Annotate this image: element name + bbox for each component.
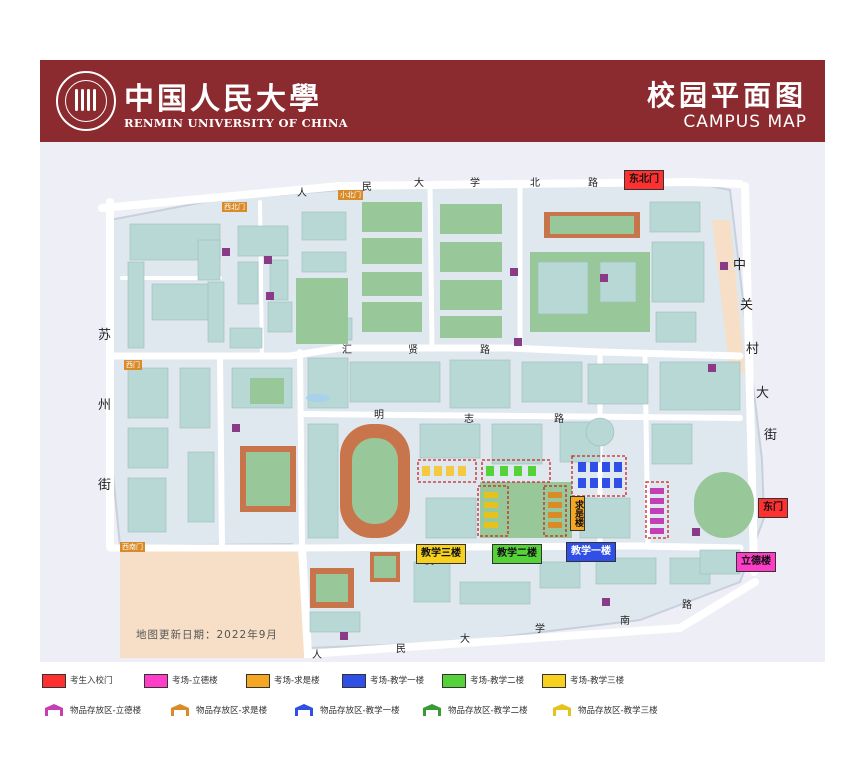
legend-row-exam: 考生入校门 考场-立德楼 考场-求是楼 考场-教学一楼 考场-教学二楼 考场-教… (40, 671, 825, 691)
road-south-char: 南 (620, 616, 630, 627)
road-east-char: 大 (756, 386, 770, 401)
gate-northwest: 西北门 (222, 202, 247, 212)
entrance-east-tag: 东门 (758, 498, 788, 518)
road-north-char: 民 (362, 182, 372, 193)
campus-map: 人 民 大 学 北 路 人 民 大 学 南 路 苏 州 街 中 关 村 大 街 … (40, 142, 825, 662)
road-west-char: 苏 (98, 328, 112, 343)
road-inner-char: 贤 (408, 345, 418, 356)
map-title-en: CAMPUS MAP (683, 112, 807, 132)
gate-west: 西门 (124, 360, 142, 370)
legend-label: 考场-教学三楼 (570, 676, 625, 686)
tent-icon (45, 704, 63, 716)
legend-label: 物品存放区-求是楼 (196, 706, 268, 716)
legend-label: 考场-求是楼 (274, 676, 320, 686)
legend-label: 物品存放区-教学二楼 (448, 706, 528, 716)
road-inner-char: 路 (480, 345, 490, 356)
legend-swatch (342, 674, 366, 688)
venue-tag-teaching-1: 教学一楼 (566, 542, 616, 562)
venue-tag-teaching-3: 教学三楼 (416, 544, 466, 564)
tent-icon (171, 704, 189, 716)
university-name-en: RENMIN UNIVERSITY OF CHINA (124, 116, 348, 130)
road-south-char: 人 (312, 650, 322, 661)
road-east-char: 中 (733, 258, 747, 273)
legend-swatch (246, 674, 270, 688)
campus-map-graphic (98, 177, 766, 659)
road-north-char: 人 (297, 188, 307, 199)
legend-label: 考生入校门 (70, 676, 113, 686)
road-north-char: 路 (588, 178, 598, 189)
tent-icon (423, 704, 441, 716)
road-west-char: 街 (98, 478, 112, 493)
road-north-char: 大 (414, 178, 424, 189)
legend-label: 物品存放区-立德楼 (70, 706, 142, 716)
road-east-char: 村 (746, 342, 760, 357)
venue-tag-lide: 立德楼 (736, 552, 776, 572)
legend-swatch (442, 674, 466, 688)
legend-label: 物品存放区-教学三楼 (578, 706, 658, 716)
road-south-char: 学 (535, 624, 545, 635)
road-inner-char: 汇 (342, 345, 352, 356)
road-inner-char: 志 (464, 414, 474, 425)
legend-label: 物品存放区-教学一楼 (320, 706, 400, 716)
gate-southwest: 西南门 (120, 542, 145, 552)
legend-row-storage: 物品存放区-立德楼 物品存放区-求是楼 物品存放区-教学一楼 物品存放区-教学二… (40, 701, 825, 721)
road-east-char: 街 (764, 428, 778, 443)
gate-small-north: 小北门 (338, 190, 363, 200)
road-north-char: 学 (470, 178, 480, 189)
legend-label: 考场-教学一楼 (370, 676, 425, 686)
road-north-char: 北 (530, 178, 540, 189)
road-inner-char: 明 (374, 410, 384, 421)
legend-swatch (144, 674, 168, 688)
entrance-northeast-tag: 东北门 (624, 170, 664, 190)
university-seal-icon (56, 71, 116, 131)
university-name-cn: 中国人民大學 (124, 82, 322, 117)
legend-label: 考场-教学二楼 (470, 676, 525, 686)
road-south-char: 路 (682, 600, 692, 611)
legend-swatch (42, 674, 66, 688)
venue-tag-teaching-2: 教学二楼 (492, 544, 542, 564)
venue-tag-qiushi: 求是楼 (570, 496, 585, 531)
tent-icon (553, 704, 571, 716)
map-header: 中国人民大學 RENMIN UNIVERSITY OF CHINA 校园平面图 … (40, 60, 825, 142)
road-inner-char: 路 (554, 414, 564, 425)
tent-icon (295, 704, 313, 716)
map-title-cn: 校园平面图 (646, 79, 807, 112)
road-east-char: 关 (740, 298, 754, 313)
road-south-char: 大 (460, 634, 470, 645)
road-south-char: 民 (396, 644, 406, 655)
legend-swatch (542, 674, 566, 688)
map-update-date: 地图更新日期：2022年9月 (136, 629, 278, 641)
legend-label: 考场-立德楼 (172, 676, 218, 686)
road-west-char: 州 (98, 398, 112, 413)
